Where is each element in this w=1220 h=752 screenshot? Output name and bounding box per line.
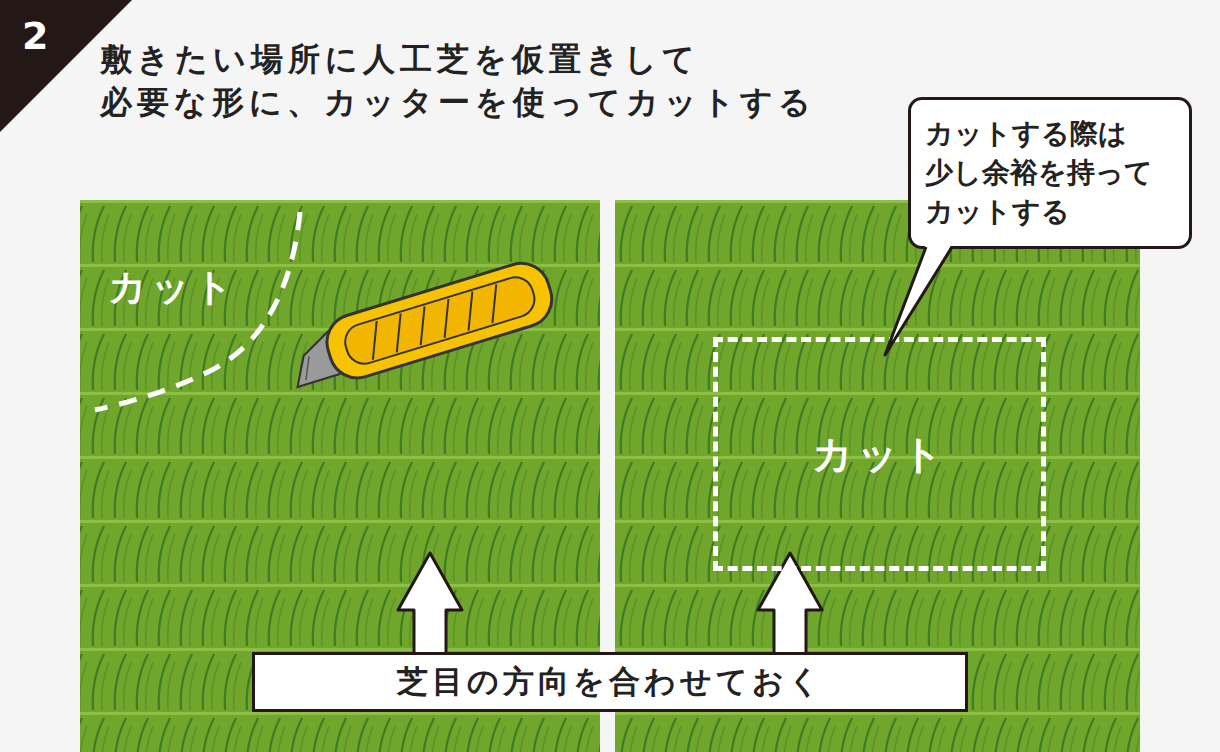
note-box: 芝目の方向を合わせておく — [252, 652, 968, 712]
cut-area: カット — [713, 337, 1046, 571]
cutter-knife — [282, 256, 559, 396]
node-text: カット — [812, 427, 947, 482]
direction-arrow — [398, 553, 462, 656]
step-number: 2 — [22, 14, 48, 58]
node-text: カットする際は 少し余裕を持って カットする — [925, 114, 1175, 232]
speech-bubble: カットする際は 少し余裕を持って カットする — [908, 97, 1192, 249]
node-text: 芝目の方向を合わせておく — [397, 661, 824, 703]
cut-line — [95, 212, 300, 410]
heading: 敷きたい場所に人工芝を仮置きして 必要な形に、カッターを使ってカットする — [100, 38, 870, 124]
cut-label: カット — [108, 262, 237, 313]
